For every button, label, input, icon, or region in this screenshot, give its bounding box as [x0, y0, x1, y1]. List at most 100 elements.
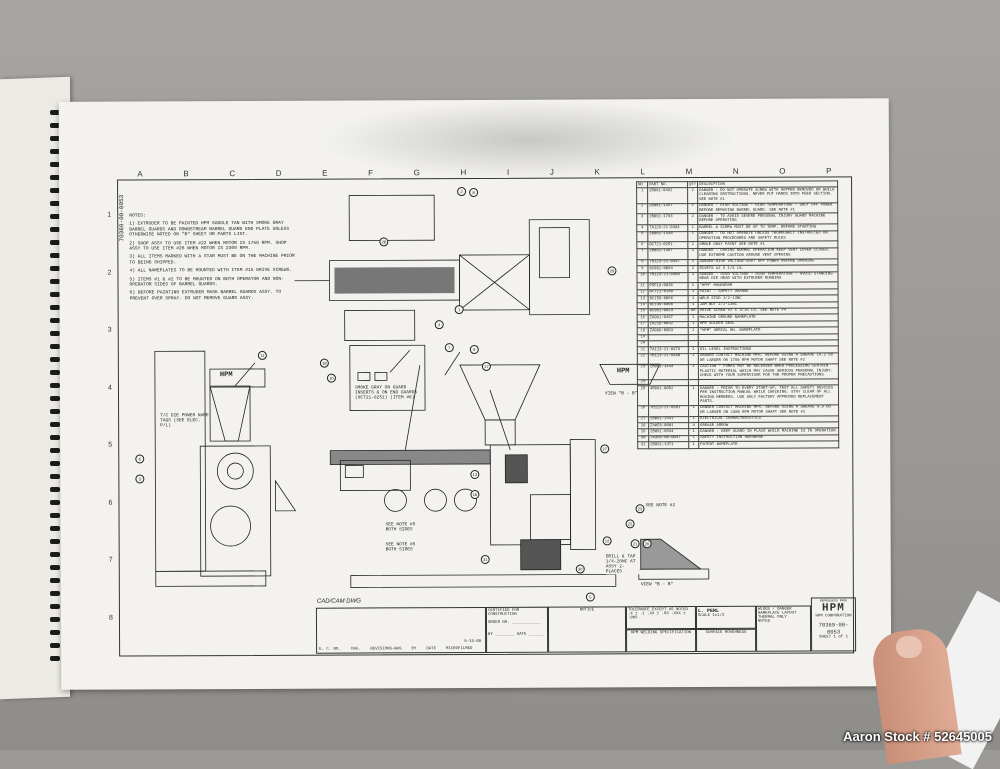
part-item-no: 5 — [637, 231, 648, 242]
callout-bubble: 11 — [258, 351, 267, 360]
part-item-no: 26 — [638, 406, 649, 417]
callout-bubble: 2 — [457, 187, 466, 196]
motor-panel — [539, 228, 569, 278]
view-b-base — [639, 569, 709, 579]
part-number: 7B123-21-0380 — [648, 353, 688, 364]
callout-bubble: 31 — [481, 555, 490, 564]
part-qty: 1 — [688, 353, 698, 364]
part-item-no: 1 — [637, 188, 648, 203]
part-number: 7B123-21-0381 — [649, 405, 689, 416]
part-number: 2B091-1497 — [648, 248, 688, 259]
tc-die-label: T/C DIE POWER NAME TAGS (SEE ELEC. P/L) — [160, 413, 210, 428]
end-view-pulley — [210, 506, 250, 546]
end-view-flange — [217, 453, 253, 489]
date-written: 9-15-88 — [464, 640, 481, 644]
part-item-no: 23 — [637, 364, 648, 379]
part-qty: 2 — [688, 188, 698, 203]
callout-bubble: 23 — [635, 504, 644, 513]
part-item-no: 10 — [637, 272, 648, 283]
certified-label: CERTIFIED FOR CONSTRUCTION — [488, 609, 546, 617]
callout-bubble: 18 — [320, 359, 329, 368]
tolerance-block: TOLERANCE EXCEPT AS NOTED .X ± .1 .XX ± … — [626, 606, 696, 629]
surface-roughness: SURFACE ROUGHNESS — [696, 629, 756, 652]
callout-bubble: 28 — [379, 237, 388, 246]
callout-bubble: 3 — [135, 474, 144, 483]
part-description: DANGER CONTACT MACHINE MFR. BEFORE USING… — [698, 353, 838, 364]
gearbox-window — [505, 455, 527, 483]
callout-bubble: 22 — [626, 519, 635, 528]
callout-bubble: 12 — [603, 536, 612, 545]
smoke-gray-label: SMOKE GRAY ON GUARD INSERTS & ON END GUA… — [355, 385, 420, 400]
part-item-no: 2 — [637, 203, 648, 214]
part-qty: 1 — [689, 442, 699, 448]
part-qty: 1 — [688, 364, 698, 379]
part-number: 4B091-0052 — [648, 386, 688, 406]
part-number: 2B091-1443 — [648, 364, 688, 379]
callout-bubble: 26 — [643, 539, 652, 548]
callout-bubble: 8 — [469, 188, 478, 197]
part-qty: 2 — [688, 203, 698, 214]
wheel — [424, 489, 446, 511]
control-display — [345, 465, 363, 477]
by-date: BY ________ DATE ______ — [488, 633, 546, 637]
hpm-badge-left — [210, 369, 265, 387]
part-item-no: 3 — [637, 214, 648, 225]
gearbox-cross — [459, 255, 529, 310]
part-number: 2B091-1793 — [648, 214, 688, 225]
part-description: CAUTION - FUMES MAY BE RELEASED WHEN PRO… — [698, 364, 838, 380]
callout-bubble: 17 — [482, 362, 491, 371]
end-view-hopper-funnel — [210, 386, 250, 441]
hpm-logo-view: HPM — [617, 369, 630, 374]
callout-bubble: 5 — [586, 592, 595, 601]
end-view-guard — [275, 481, 295, 511]
hopper-side — [460, 365, 540, 420]
lower-box-top — [345, 310, 415, 340]
motor-side — [521, 540, 561, 570]
notice-block: NOTICE — [548, 606, 626, 652]
notice-title: NOTICE — [550, 608, 624, 612]
end-view-panel — [155, 351, 206, 571]
certified-block: CERTIFIED FOR CONSTRUCTION ORDER NO. ___… — [486, 607, 548, 653]
callout-bubble: 1 — [455, 305, 464, 314]
title-text-block: WLDGS / DANGER NAMEPLATE LAYOUT THERMAL … — [756, 606, 811, 652]
callout-bubble: 13 — [470, 470, 479, 479]
end-view-frame — [200, 446, 271, 576]
see-note-2-label: SEE NOTE #2 — [645, 503, 675, 508]
callout-bubble: 16 — [470, 490, 479, 499]
gearbox-cover — [530, 495, 570, 540]
part-qty: 1 — [688, 248, 698, 259]
material: NOTED — [758, 620, 809, 624]
part-description: DANGER - DURING NORMAL OPERATION KEEP VE… — [698, 248, 838, 259]
hopper-throat — [485, 420, 515, 445]
callout-bubble: 10 — [327, 374, 336, 383]
callout-bubble: 6 — [135, 454, 144, 463]
callout-bubble: 30 — [576, 565, 585, 574]
part-qty: 1 — [688, 386, 698, 406]
part-number: 7B123-21-0308 — [648, 272, 688, 283]
view-b-bottom-label: VIEW "B - B" — [641, 582, 673, 587]
wheel — [384, 489, 406, 511]
part-item-no: 25 — [637, 386, 648, 406]
thumbnail — [896, 636, 922, 658]
part-description: DANGER CONTACT MACHINE MFR. BEFORE USING… — [699, 405, 839, 416]
part-description: PATENT NAMEPLATE — [699, 441, 839, 448]
sheet-number: SHEET 1 of 1 — [813, 635, 854, 639]
motor-guard-side — [570, 439, 595, 549]
top-left-drawing-number: 70369-00-0053 — [119, 195, 124, 242]
callout-bubble: 7 — [445, 343, 454, 352]
part-description: DANGER - DO NOT OPERATE SCREW WITH HOPPE… — [698, 187, 838, 203]
part-item-no: 22 — [637, 354, 648, 365]
see-note-5-label: SEE NOTE #5 BOTH SIDES — [386, 522, 426, 532]
cadcam-label: CAD/CAM DWG — [317, 598, 361, 604]
